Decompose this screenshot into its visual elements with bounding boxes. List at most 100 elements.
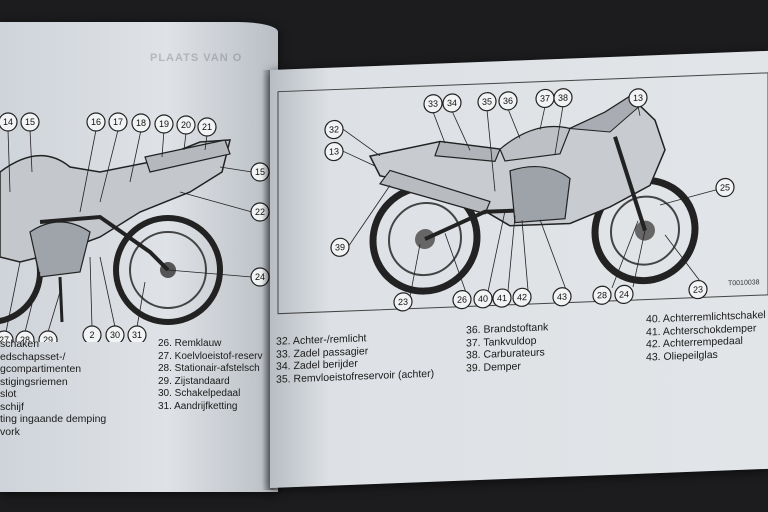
ghost-heading: PLAATS VAN O	[150, 52, 243, 64]
callout-26: 26	[452, 290, 472, 310]
callout-37: 37	[535, 88, 555, 109]
svg-text:36: 36	[503, 96, 513, 106]
svg-text:23: 23	[693, 284, 703, 294]
callout-23b: 23	[688, 279, 708, 300]
legend-item: edschapsset-/	[0, 350, 66, 363]
callout-19: 19	[154, 114, 174, 134]
svg-text:28: 28	[597, 290, 607, 300]
callout-21: 21	[197, 117, 217, 137]
front-rim	[610, 195, 680, 266]
legend-item: ting ingaande demping	[0, 413, 107, 425]
callout-39: 39	[330, 237, 350, 257]
svg-text:22: 22	[255, 207, 265, 217]
callout-17: 17	[108, 112, 128, 132]
rear-tire	[113, 215, 223, 325]
callout-38: 38	[553, 88, 573, 108]
rear-rim	[388, 202, 462, 277]
legend-item: 27. Koelvloeistof-reserv	[158, 350, 263, 362]
legend-left-col2: 26. Remklauw 27. Koelvloeistof-reserv 28…	[158, 338, 263, 413]
svg-text:24: 24	[255, 272, 265, 282]
callout-13: 13	[628, 88, 648, 108]
side-stand	[58, 276, 64, 323]
svg-text:15: 15	[25, 117, 35, 127]
svg-text:43: 43	[557, 292, 567, 302]
callout-33: 33	[423, 94, 443, 114]
callout-34: 34	[442, 93, 462, 113]
right-page: 33 34 35 36 37 38 13 32 13 39 25 23 26 4…	[270, 50, 768, 488]
svg-text:39: 39	[335, 242, 345, 252]
seat	[434, 140, 501, 162]
svg-text:32: 32	[329, 124, 339, 134]
callout-24: 24	[250, 267, 270, 287]
callout-42: 42	[512, 287, 532, 307]
callout-13b: 13	[324, 141, 344, 162]
svg-text:34: 34	[447, 98, 457, 108]
svg-text:26: 26	[457, 294, 467, 304]
legend-item: gcompartimenten	[0, 363, 82, 375]
legend-right-col3: 40. Achterremlichtschakel 41. Achterscho…	[646, 309, 766, 364]
figure-code: T0010038	[728, 279, 760, 288]
svg-text:16: 16	[91, 117, 101, 127]
legend-item: 28. Stationair-afstelsch	[158, 363, 260, 374]
callout-41: 41	[492, 288, 512, 308]
rear-seat-cowl	[144, 139, 231, 173]
svg-text:17: 17	[113, 117, 123, 127]
callout-20: 20	[176, 115, 196, 135]
callout-31: 31	[127, 325, 147, 342]
front-fork	[613, 136, 647, 232]
callout-24: 24	[614, 284, 634, 305]
callout-22: 22	[250, 202, 270, 222]
fuel-tank	[499, 125, 571, 162]
legend-right-col1: 32. Achter-/remlicht 33. Zadel passagier…	[276, 330, 434, 386]
legend-right-col2: 36. Brandstoftank 37. Tankvuldop 38. Car…	[466, 321, 548, 374]
svg-text:2: 2	[89, 330, 94, 340]
svg-text:41: 41	[497, 293, 507, 303]
callout-30: 30	[105, 325, 125, 342]
svg-text:18: 18	[136, 118, 146, 128]
svg-text:23: 23	[398, 297, 408, 307]
legend-item: 39. Demper	[466, 359, 521, 374]
motorcycle-diagram-left: 14 15 16 17 18 19 20 21 15 22 24 2 30 31…	[0, 112, 270, 342]
svg-text:38: 38	[558, 93, 568, 103]
legend-item: 29. Zijstandaard	[158, 375, 230, 387]
callout-15: 15	[20, 112, 40, 132]
svg-text:15: 15	[255, 167, 265, 177]
callout-18: 18	[131, 113, 151, 133]
svg-text:29: 29	[43, 335, 53, 342]
swingarm	[39, 214, 170, 272]
svg-text:40: 40	[478, 294, 488, 304]
svg-text:28: 28	[20, 335, 30, 342]
callout-32: 32	[324, 119, 344, 140]
rear-rim	[129, 231, 207, 309]
callout-16: 16	[86, 112, 106, 132]
callout-35: 35	[477, 92, 497, 112]
callout-36: 36	[498, 91, 518, 111]
svg-text:27: 27	[0, 335, 9, 342]
legend-item: vork	[0, 425, 20, 438]
engine	[29, 221, 91, 278]
svg-text:20: 20	[181, 120, 191, 130]
callout-28: 28	[15, 330, 35, 342]
legend-item: slot	[0, 388, 17, 400]
svg-text:25: 25	[720, 182, 730, 192]
callout-23: 23	[393, 292, 413, 312]
legend-item: schijf	[0, 400, 24, 413]
callout-40: 40	[473, 289, 493, 309]
svg-text:30: 30	[110, 330, 120, 340]
legend-item: 26. Remklauw	[158, 338, 222, 349]
legend-item: 31. Aandrijfketting	[158, 400, 238, 412]
callout-14: 14	[0, 112, 18, 132]
svg-text:13: 13	[633, 93, 643, 103]
callout-2: 2	[82, 325, 102, 342]
legend-item: schaken	[0, 338, 40, 350]
left-page: PLAATS VAN O 14 15 16 1	[0, 22, 278, 492]
callout-28: 28	[592, 285, 612, 305]
callout-29: 29	[38, 330, 58, 342]
svg-text:42: 42	[517, 292, 527, 302]
svg-text:31: 31	[132, 330, 142, 340]
legend-item: 30. Schakelpedaal	[158, 388, 241, 399]
svg-text:35: 35	[482, 96, 492, 106]
svg-text:19: 19	[159, 119, 169, 129]
svg-text:33: 33	[428, 99, 438, 109]
svg-text:37: 37	[540, 93, 550, 103]
